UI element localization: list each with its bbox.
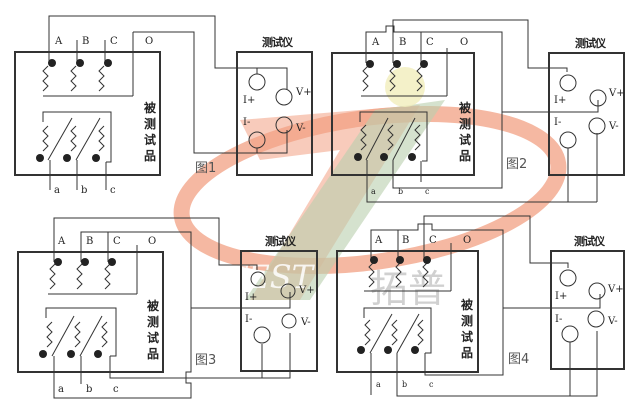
fig2-terminal-c: c — [425, 187, 430, 196]
fig1-dut-label: 被测试品 — [143, 101, 156, 163]
fig1-terminal-B: B — [82, 36, 90, 47]
figure-1 — [14, 15, 313, 190]
fig2-v-minus: V- — [609, 121, 619, 132]
watermark-brand-text: 拓普 — [370, 267, 447, 311]
figure-4 — [336, 215, 625, 397]
fig4-terminal-B: B — [402, 235, 410, 246]
fig4-tester-title: 测试仪 — [574, 235, 605, 248]
watermark-test-text: TEST — [225, 258, 313, 296]
fig3-i-minus: I- — [245, 314, 253, 325]
fig3-v-plus: V+ — [299, 285, 315, 296]
fig2-terminal-O: O — [460, 37, 469, 48]
fig2-dut-label: 被测试品 — [458, 101, 471, 163]
fig1-v-minus: V- — [296, 123, 306, 134]
figure-3 — [17, 217, 318, 399]
fig1-i-plus: I+ — [243, 95, 256, 106]
fig4-v-plus: V+ — [608, 284, 624, 295]
fig1-terminal-O: O — [145, 36, 154, 47]
fig1-terminal-c: c — [110, 185, 116, 196]
fig1-v-plus: V+ — [296, 87, 312, 98]
fig2-terminal-b: b — [398, 187, 404, 196]
fig4-dut-label: 被测试品 — [460, 298, 473, 360]
fig3-terminal-C: C — [113, 236, 121, 247]
figure-2 — [331, 19, 625, 203]
fig1-terminal-b: b — [81, 185, 88, 196]
terminal-dots — [36, 59, 431, 358]
fig2-i-minus: I- — [554, 117, 562, 128]
fig3-dut-label: 被测试品 — [146, 299, 159, 361]
fig1-caption: 图1 — [195, 161, 217, 176]
fig3-terminal-c: c — [113, 384, 119, 395]
fig2-terminal-B: B — [399, 37, 407, 48]
fig3-i-plus: I+ — [245, 292, 258, 303]
fig2-terminal-A: A — [372, 37, 380, 48]
fig3-terminal-a: a — [58, 384, 64, 395]
fig4-i-minus: I- — [555, 314, 563, 325]
fig4-i-plus: I+ — [555, 291, 568, 302]
fig3-tester-title: 测试仪 — [265, 235, 296, 248]
fig3-terminal-b: b — [86, 384, 93, 395]
fig4-terminal-a: a — [376, 380, 381, 389]
fig3-v-minus: V- — [301, 317, 311, 328]
fig2-caption: 图2 — [506, 157, 528, 172]
fig4-terminal-A: A — [375, 235, 383, 246]
fig1-terminal-C: C — [110, 36, 118, 47]
fig1-i-minus: I- — [243, 117, 251, 128]
fig4-terminal-c: c — [429, 380, 434, 389]
fig2-v-plus: V+ — [609, 88, 625, 99]
fig1-terminal-a: a — [54, 185, 60, 196]
fig2-terminal-a: a — [371, 187, 376, 196]
fig2-terminal-C: C — [426, 37, 434, 48]
fig4-terminal-b: b — [402, 380, 408, 389]
fig3-caption: 图3 — [195, 353, 217, 368]
fig4-caption: 图4 — [508, 352, 530, 367]
fig4-v-minus: V- — [608, 316, 618, 327]
fig3-terminal-O: O — [148, 236, 157, 247]
fig2-i-plus: I+ — [554, 95, 567, 106]
fig2-tester-title: 测试仪 — [575, 37, 606, 50]
fig3-terminal-A: A — [58, 236, 66, 247]
fig1-terminal-A: A — [55, 36, 63, 47]
fig3-terminal-B: B — [86, 236, 94, 247]
fig1-tester-title: 测试仪 — [262, 36, 293, 49]
fig4-terminal-C: C — [429, 235, 437, 246]
fig4-terminal-O: O — [463, 235, 472, 246]
